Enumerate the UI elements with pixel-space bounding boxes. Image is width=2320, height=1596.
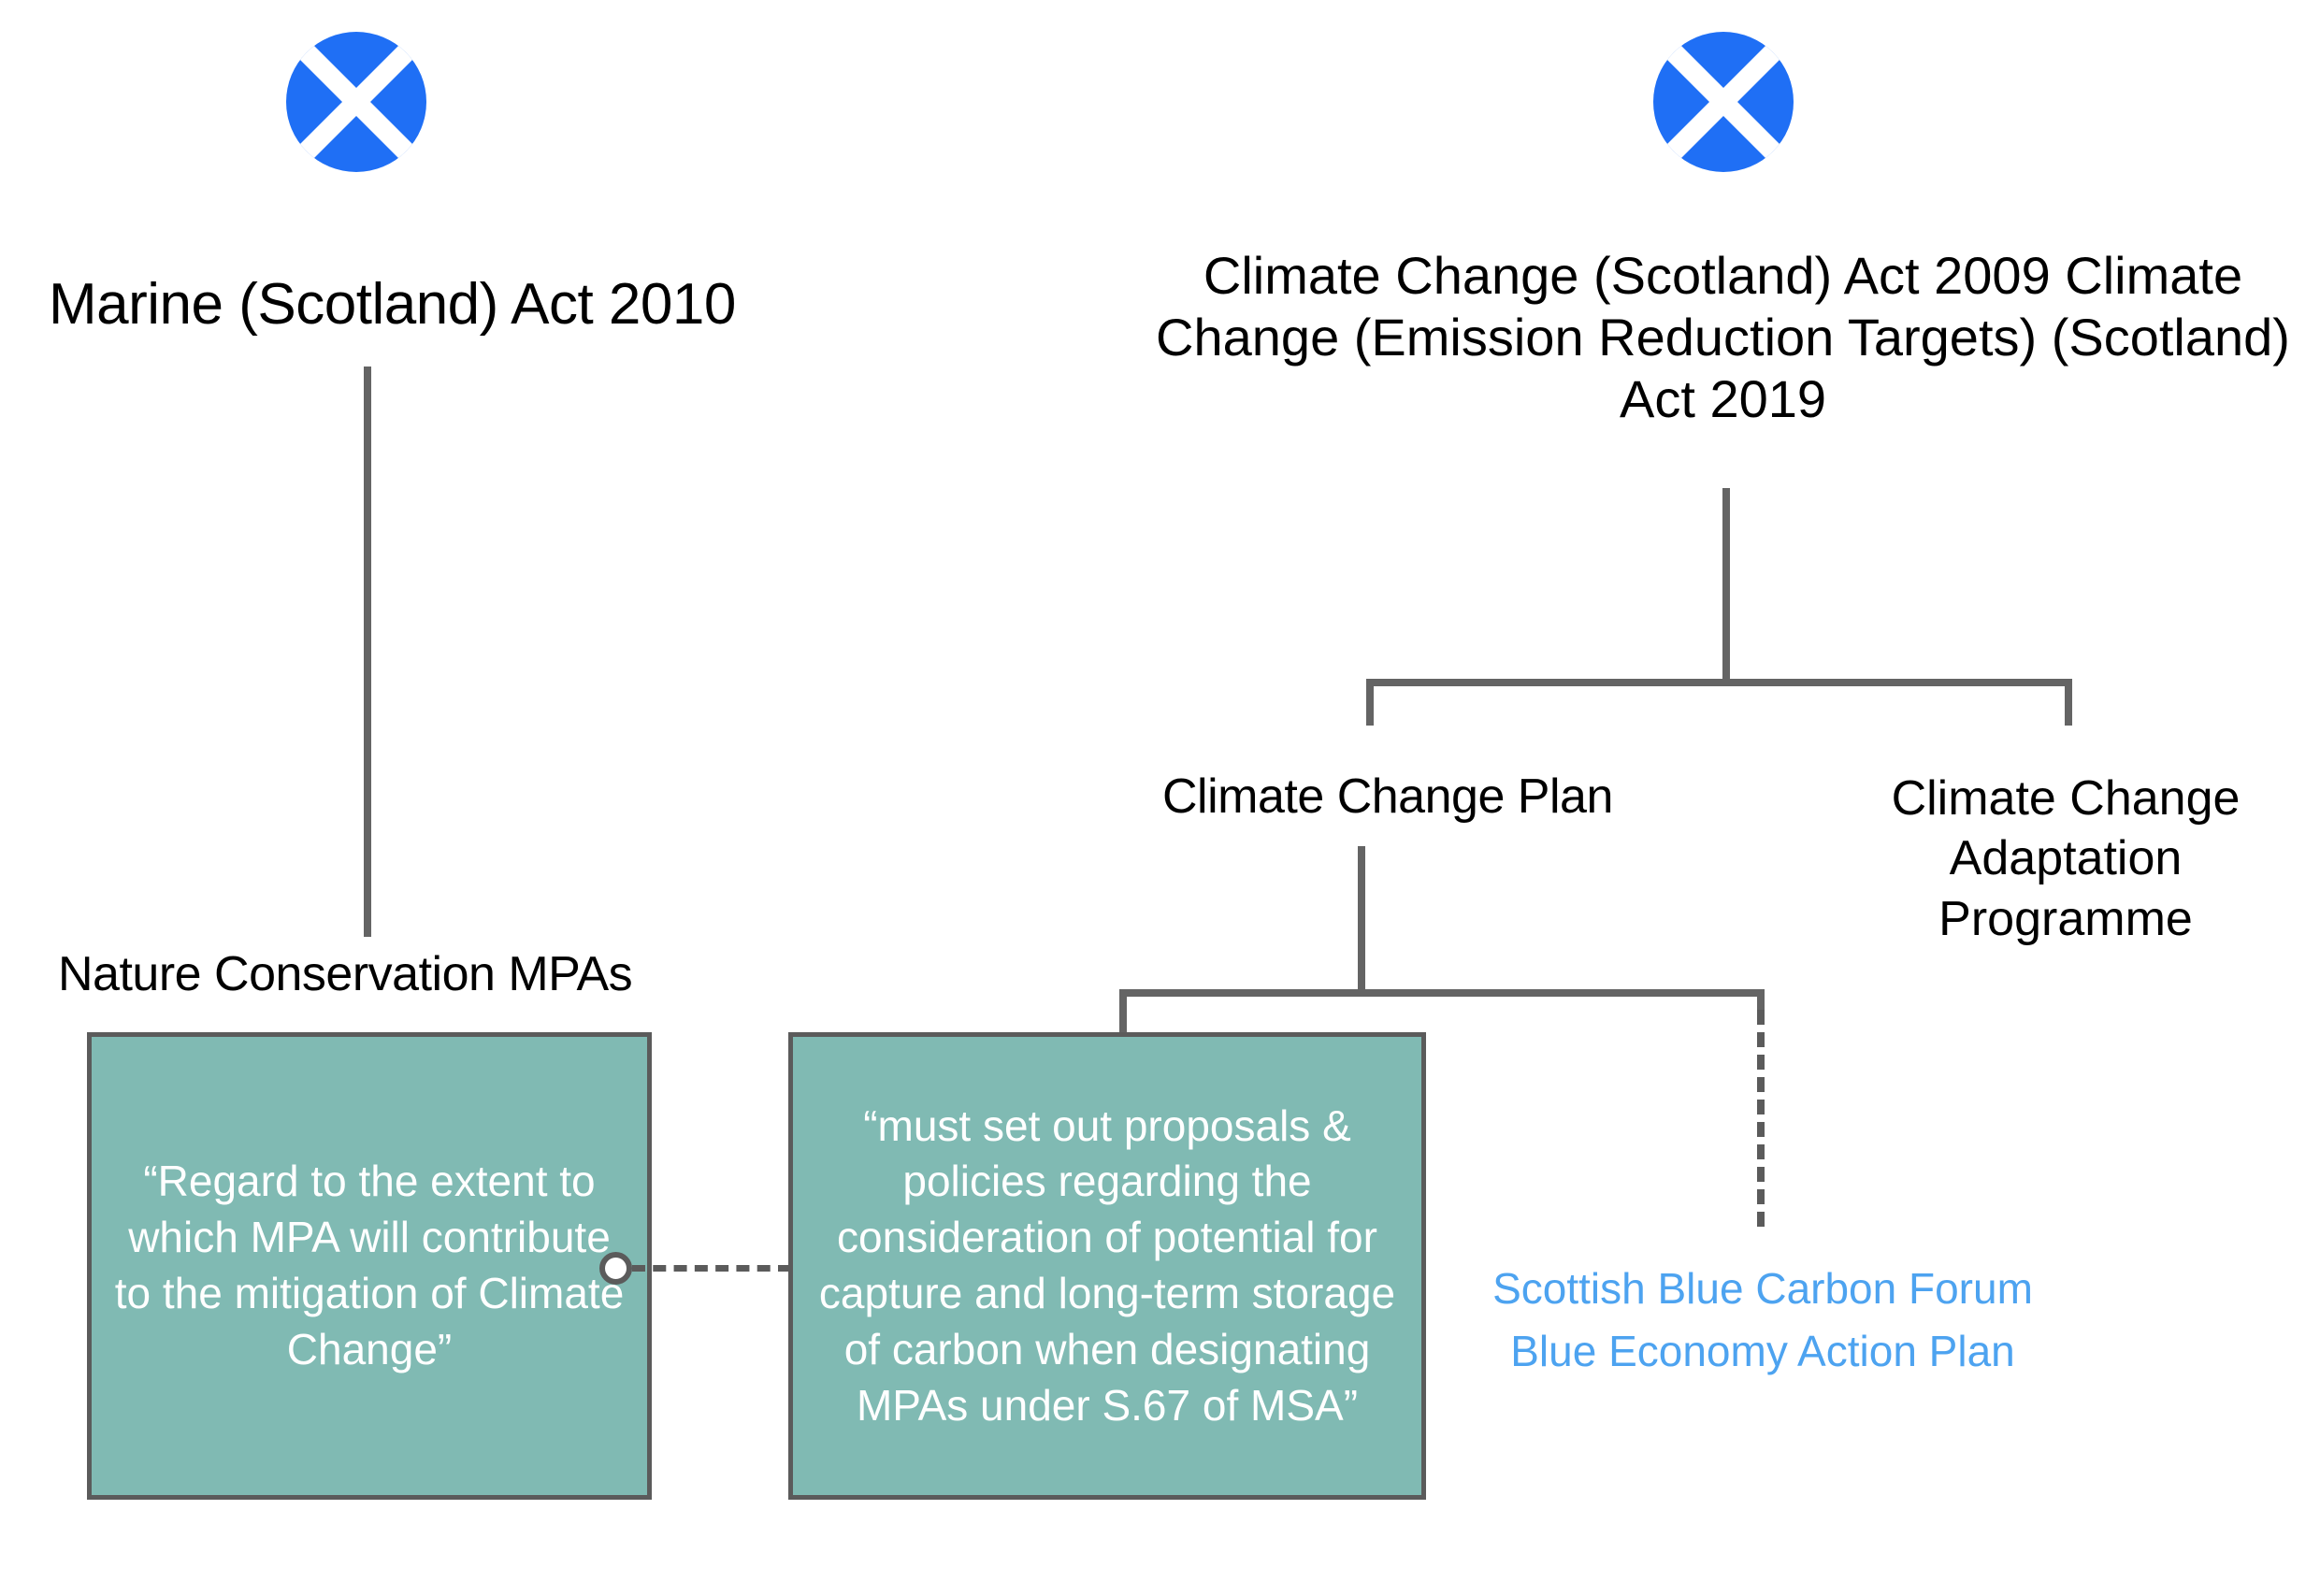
connector-acts-bar	[1366, 679, 2072, 686]
connector-acts-drop-right	[2065, 679, 2072, 726]
marine-act-title: Marine (Scotland) Act 2010	[49, 272, 736, 337]
connector-ccp-drop-right-dashed	[1757, 1010, 1765, 1227]
adaptation-line-2: Adaptation	[1949, 831, 2183, 886]
climate-acts-line-3: (Scotland) Act 2019	[1619, 308, 2290, 429]
quote-box-ccp-text: “must set out proposals & policies regar…	[818, 1100, 1396, 1430]
adaptation-line-3: Programme	[1938, 891, 2193, 946]
quote-box-ccp: “must set out proposals & policies regar…	[788, 1032, 1426, 1500]
saltire-svg-left	[286, 32, 426, 172]
nature-conservation-mpas-label: Nature Conservation MPAs	[58, 947, 633, 1001]
climate-acts-line-2: Climate Change (Emission Reduction Targe…	[1156, 246, 2243, 367]
blue-links-group: Scottish Blue Carbon Forum Blue Economy …	[1468, 1258, 2057, 1382]
scotland-saltire-flag-icon-left	[286, 32, 426, 172]
climate-acts-line-1: Climate Change (Scotland) Act 2009	[1203, 246, 2051, 305]
connector-marine-act-stem	[364, 367, 371, 937]
link-blue-economy-action-plan[interactable]: Blue Economy Action Plan	[1510, 1326, 2015, 1375]
adaptation-programme-label: Climate Change Adaptation Programme	[1847, 769, 2284, 949]
link-scottish-blue-carbon-forum[interactable]: Scottish Blue Carbon Forum	[1492, 1264, 2033, 1313]
connector-acts-drop-left	[1366, 679, 1374, 726]
quote-box-mpa: “Regard to the extent to which MPA will …	[87, 1032, 652, 1500]
scotland-saltire-flag-icon-right	[1653, 32, 1794, 172]
quote-box-mpa-text: “Regard to the extent to which MPA will …	[114, 1157, 625, 1373]
connector-ccp-stem	[1358, 846, 1365, 996]
connector-node-dot	[599, 1252, 632, 1285]
climate-change-plan-label: Climate Change Plan	[1162, 769, 1613, 824]
connector-ccp-drop-left	[1119, 989, 1127, 1034]
connector-dashed-between-boxes	[632, 1265, 791, 1272]
saltire-svg-right	[1653, 32, 1794, 172]
connector-acts-stem	[1722, 488, 1730, 684]
climate-acts-title: Climate Change (Scotland) Act 2009 Clima…	[1150, 245, 2296, 430]
adaptation-line-1: Climate Change	[1891, 771, 2241, 826]
connector-ccp-bar	[1119, 989, 1765, 997]
connector-ccp-drop-right-solid	[1757, 989, 1765, 1010]
